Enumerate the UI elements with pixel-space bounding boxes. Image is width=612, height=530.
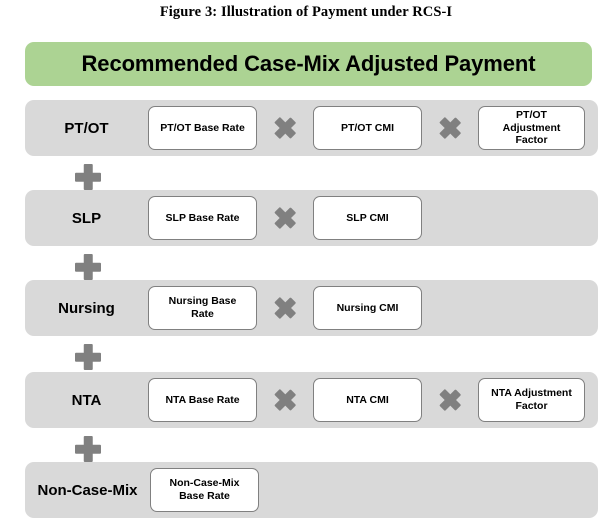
multiply-icon	[257, 298, 313, 318]
box-nursing-cmi: Nursing CMI	[313, 286, 422, 330]
plus-icon	[75, 254, 101, 280]
plus-icon	[75, 164, 101, 190]
component-row-nta: NTA NTA Base Rate NTA CMI NTA Adjustment…	[25, 372, 598, 428]
component-label-ptot: PT/OT	[64, 119, 109, 137]
box-ptot-base-rate: PT/OT Base Rate	[148, 106, 257, 150]
component-label-nta: NTA	[71, 391, 102, 409]
box-slp-cmi: SLP CMI	[313, 196, 422, 240]
box-ptot-cmi: PT/OT CMI	[313, 106, 422, 150]
multiply-icon	[257, 118, 313, 138]
figure-title: Figure 3: Illustration of Payment under …	[159, 4, 453, 20]
multiply-icon	[257, 390, 313, 410]
multiply-icon	[422, 390, 478, 410]
component-row-slp: SLP SLP Base Rate SLP CMI	[25, 190, 598, 246]
box-slp-base-rate: SLP Base Rate	[148, 196, 257, 240]
plus-icon	[75, 436, 101, 462]
multiply-icon	[422, 118, 478, 138]
recommended-payment-label: Recommended Case-Mix Adjusted Payment	[81, 51, 536, 76]
component-label-non-case-mix: Non-Case-Mix	[37, 481, 138, 499]
box-nta-base-rate: NTA Base Rate	[148, 378, 257, 422]
multiply-icon	[257, 208, 313, 228]
component-label-nursing: Nursing	[58, 299, 115, 317]
box-nta-cmi: NTA CMI	[313, 378, 422, 422]
recommended-payment-header: Recommended Case-Mix Adjusted Payment	[25, 42, 592, 86]
plus-icon	[75, 344, 101, 370]
component-label-slp: SLP	[71, 209, 102, 227]
